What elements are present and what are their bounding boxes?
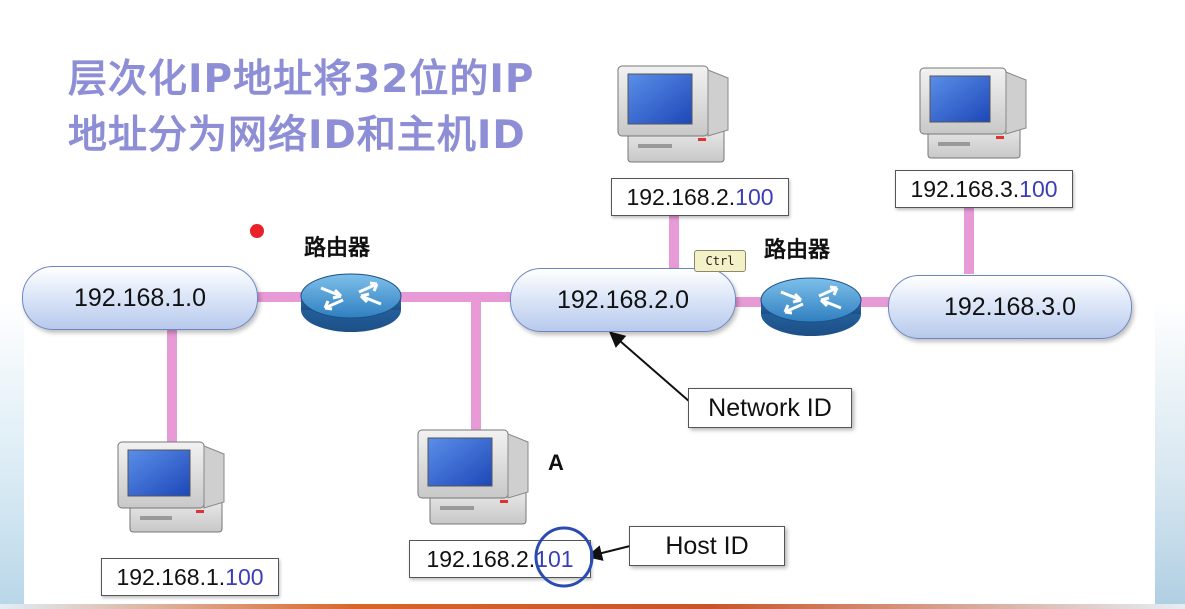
host-ip-host-part: 100	[225, 563, 264, 590]
router-icon	[760, 277, 862, 336]
laser-pointer-dot	[250, 224, 264, 238]
host-ip-network-part: 192.168.1.	[116, 563, 226, 590]
host-ip-network-part: 192.168.3.	[910, 175, 1020, 202]
background-decoration-right	[1155, 300, 1185, 604]
slide-title-line-2: 地址分为网络ID和主机ID	[68, 113, 526, 158]
network-id-callout: Network ID	[688, 388, 852, 428]
network-links	[167, 205, 974, 450]
host-ip-label-1: 192.168.1.100	[101, 558, 279, 596]
host-id-callout: Host ID	[629, 526, 785, 566]
host-a-label: A	[548, 450, 564, 475]
host-ip-network-part: 192.168.2.	[426, 545, 536, 572]
host-id-highlight-circle	[534, 526, 594, 588]
background-decoration-bottom	[0, 604, 1185, 609]
ctrl-key-badge: Ctrl	[694, 250, 746, 272]
host-ip-network-part: 192.168.2.	[626, 183, 736, 210]
host-ip-label-4: 192.168.3.100	[895, 170, 1073, 208]
network-cloud-3: 192.168.3.0	[888, 275, 1132, 339]
computer-icon	[117, 441, 225, 533]
host-ip-host-part: 101	[535, 545, 574, 572]
computer-icon	[617, 65, 729, 163]
router-icon	[300, 273, 402, 332]
computer-icon	[919, 67, 1027, 159]
network-id-arrow	[608, 331, 691, 403]
network-cloud-1: 192.168.1.0	[22, 266, 258, 330]
background-decoration-left	[0, 300, 24, 604]
slide-title-line-1: 层次化IP地址将32位的IP	[68, 57, 535, 102]
host-ip-label-3: 192.168.2.100	[611, 178, 789, 216]
host-id-arrow	[586, 545, 631, 561]
host-ip-host-part: 100	[735, 183, 774, 210]
host-ip-host-part: 100	[1019, 175, 1058, 202]
router-label-1: 路由器	[304, 236, 371, 261]
slide-title: 层次化IP地址将32位的IP 地址分为网络ID和主机ID	[68, 52, 534, 164]
computer-icon	[417, 429, 529, 525]
network-cloud-2: 192.168.2.0	[510, 268, 736, 332]
router-label-2: 路由器	[764, 238, 831, 263]
host-ip-label-A: 192.168.2.101	[409, 540, 591, 578]
